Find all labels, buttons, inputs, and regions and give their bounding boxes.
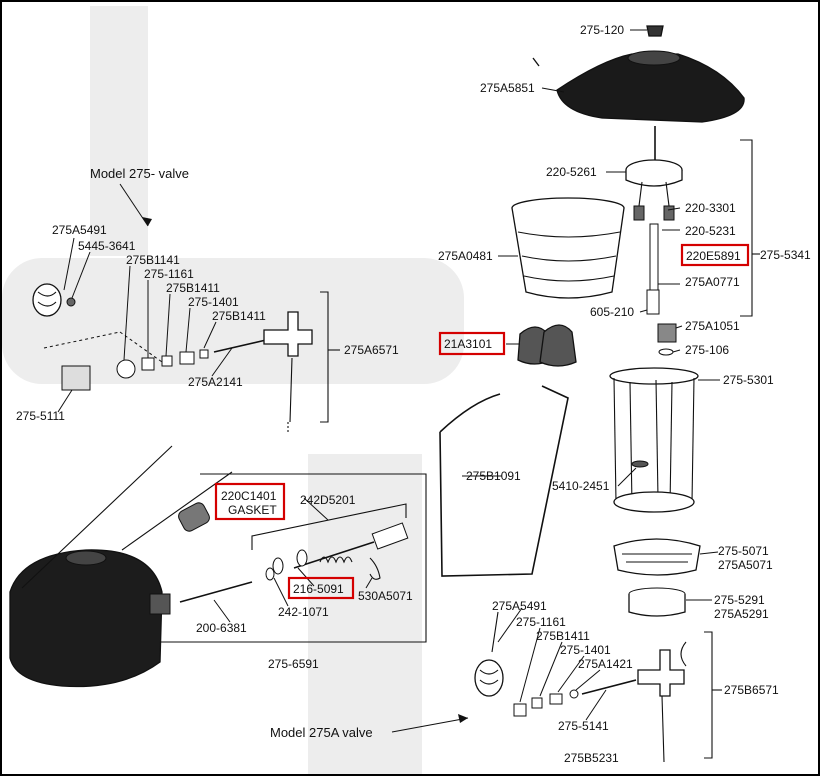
label-275A6571: 275A6571 — [344, 343, 399, 357]
pump-assembly — [179, 503, 409, 603]
ventilator-275A5851 — [532, 50, 745, 123]
label-275B1411-top: 275B1411 — [166, 281, 220, 295]
label-275-1401-top: 275-1401 — [188, 295, 239, 309]
label-275B1141: 275B1141 — [126, 253, 180, 267]
label-275-5111: 275-5111 — [16, 409, 65, 423]
label-275A0481: 275A0481 — [438, 249, 493, 263]
label-275A0771: 275A0771 — [685, 275, 740, 289]
label-275A5491-top: 275A5491 — [52, 223, 107, 237]
highlight-21A3101 — [438, 331, 506, 356]
label-275-5141: 275-5141 — [558, 719, 609, 733]
label-275-106: 275-106 — [685, 343, 729, 357]
ring-275-5291 — [628, 587, 686, 617]
label-275-5341: 275-5341 — [760, 248, 811, 262]
labels: Model 275- valve Model 275A valve 275-12… — [16, 23, 811, 765]
highlight-220C1401 — [214, 482, 286, 521]
valve-275-assembly — [32, 283, 340, 432]
label-275A1051: 275A1051 — [685, 319, 740, 333]
label-275-1161-bot: 275-1161 — [516, 615, 566, 629]
heading-model-275a: Model 275A valve — [270, 725, 373, 740]
heading-model-275: Model 275- valve — [90, 166, 189, 181]
label-275B1091: 275B1091 — [466, 469, 521, 483]
burner-tube-275A1051 — [657, 323, 677, 356]
label-220-3301: 220-3301 — [685, 201, 736, 215]
label-275B6571: 275B6571 — [724, 683, 779, 697]
label-275B5231: 275B5231 — [564, 751, 619, 765]
label-275A1421: 275A1421 — [578, 657, 633, 671]
label-220-5261: 220-5261 — [546, 165, 597, 179]
bail-275B1091 — [439, 385, 569, 577]
label-275-5291: 275-5291 — [714, 593, 765, 607]
burner-cup-275-5071 — [613, 538, 701, 576]
label-275-5071: 275-5071 — [718, 544, 769, 558]
label-5445-3641: 5445-3641 — [78, 239, 136, 253]
label-5410-2451: 5410-2451 — [552, 479, 610, 493]
label-275-5301: 275-5301 — [723, 373, 774, 387]
label-275A5071: 275A5071 — [718, 558, 773, 572]
label-275A5291: 275A5291 — [714, 607, 769, 621]
label-275-1401-bot: 275-1401 — [560, 643, 611, 657]
label-220-5231: 220-5231 — [685, 224, 736, 238]
top-plate-220-5261 — [625, 159, 683, 221]
label-275A2141: 275A2141 — [188, 375, 243, 389]
label-242-1071: 242-1071 — [278, 605, 329, 619]
label-605-210: 605-210 — [590, 305, 634, 319]
label-275B1411-bot: 275B1411 — [536, 629, 590, 643]
leader-lines — [57, 29, 720, 733]
generator-220E5891 — [646, 223, 660, 315]
label-242D5201: 242D5201 — [300, 493, 356, 507]
bracket-275-5341 — [740, 139, 753, 317]
highlight-216-5091 — [287, 576, 355, 600]
gasket-220C1401 — [178, 502, 210, 532]
label-275-120: 275-120 — [580, 23, 624, 37]
valve-275A-assembly — [474, 611, 722, 763]
background-watermark — [2, 6, 464, 774]
label-275-1161-top: 275-1161 — [144, 267, 194, 281]
highlight-boxes — [214, 243, 750, 600]
bracket-275-6591 — [160, 473, 427, 643]
label-275B1411-top2: 275B1411 — [212, 309, 266, 323]
label-220C1401: 220C1401 — [221, 489, 277, 503]
label-275A5491-bot: 275A5491 — [492, 599, 547, 613]
label-220E5891: 220E5891 — [686, 249, 741, 263]
fuel-tank — [9, 445, 233, 688]
label-21A3101: 21A3101 — [444, 337, 492, 351]
label-530A5071: 530A5071 — [358, 589, 413, 603]
cap-nut-275-120 — [646, 25, 664, 37]
frame-275-5301 — [609, 367, 699, 513]
label-gasket: GASKET — [228, 503, 277, 517]
label-216-5091: 216-5091 — [293, 582, 344, 596]
globe-275A0481 — [511, 197, 625, 299]
label-275-6591: 275-6591 — [268, 657, 319, 671]
label-200-6381: 200-6381 — [196, 621, 247, 635]
highlight-220E5891 — [680, 243, 750, 267]
label-275A5851: 275A5851 — [480, 81, 535, 95]
mantles-21A3101 — [517, 324, 577, 367]
